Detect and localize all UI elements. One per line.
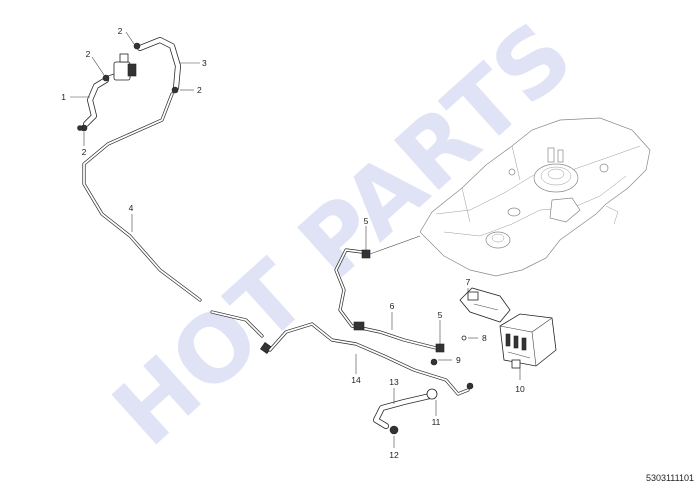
- hose-clamp-group: [80, 42, 179, 132]
- vapor-pipe: [82, 92, 272, 354]
- callout-7: 7: [466, 277, 471, 287]
- valve-hose: [137, 37, 181, 91]
- callout-1: 1: [61, 92, 66, 102]
- callout-2: 2: [197, 85, 202, 95]
- callout-2: 2: [118, 26, 123, 36]
- callout-13: 13: [389, 377, 399, 387]
- canister-pipe: [268, 322, 470, 396]
- tank-vent-pipe: [334, 235, 445, 353]
- callout-9: 9: [456, 355, 461, 365]
- diagram-code: 5303111101: [646, 473, 694, 483]
- callout-6: 6: [390, 301, 395, 311]
- charcoal-canister: [499, 313, 557, 369]
- callout-labels: 1 2 2 2 2 3 4 5 5 6 7 8 9 10 11 12 13 14: [61, 26, 525, 460]
- fuel-tank: [419, 117, 651, 277]
- canister-bracket: [459, 287, 511, 323]
- callout-12: 12: [389, 450, 399, 460]
- callout-3: 3: [202, 58, 207, 68]
- hose-clamp: [102, 74, 110, 82]
- leader-lines: [70, 31, 521, 448]
- vent-hose: [83, 77, 109, 127]
- callout-5: 5: [438, 310, 443, 320]
- callout-5: 5: [364, 216, 369, 226]
- hose-clamp: [133, 42, 141, 50]
- callout-10: 10: [515, 384, 525, 394]
- purge-valve: [107, 53, 137, 81]
- callout-2: 2: [82, 147, 87, 157]
- callout-2: 2: [86, 49, 91, 59]
- drain-hose: [373, 388, 438, 435]
- hose-clamp: [171, 86, 179, 94]
- callout-14: 14: [351, 375, 361, 385]
- fasteners: [77, 125, 474, 390]
- callout-4: 4: [129, 203, 134, 213]
- callout-11: 11: [432, 417, 441, 427]
- callout-8: 8: [482, 333, 487, 343]
